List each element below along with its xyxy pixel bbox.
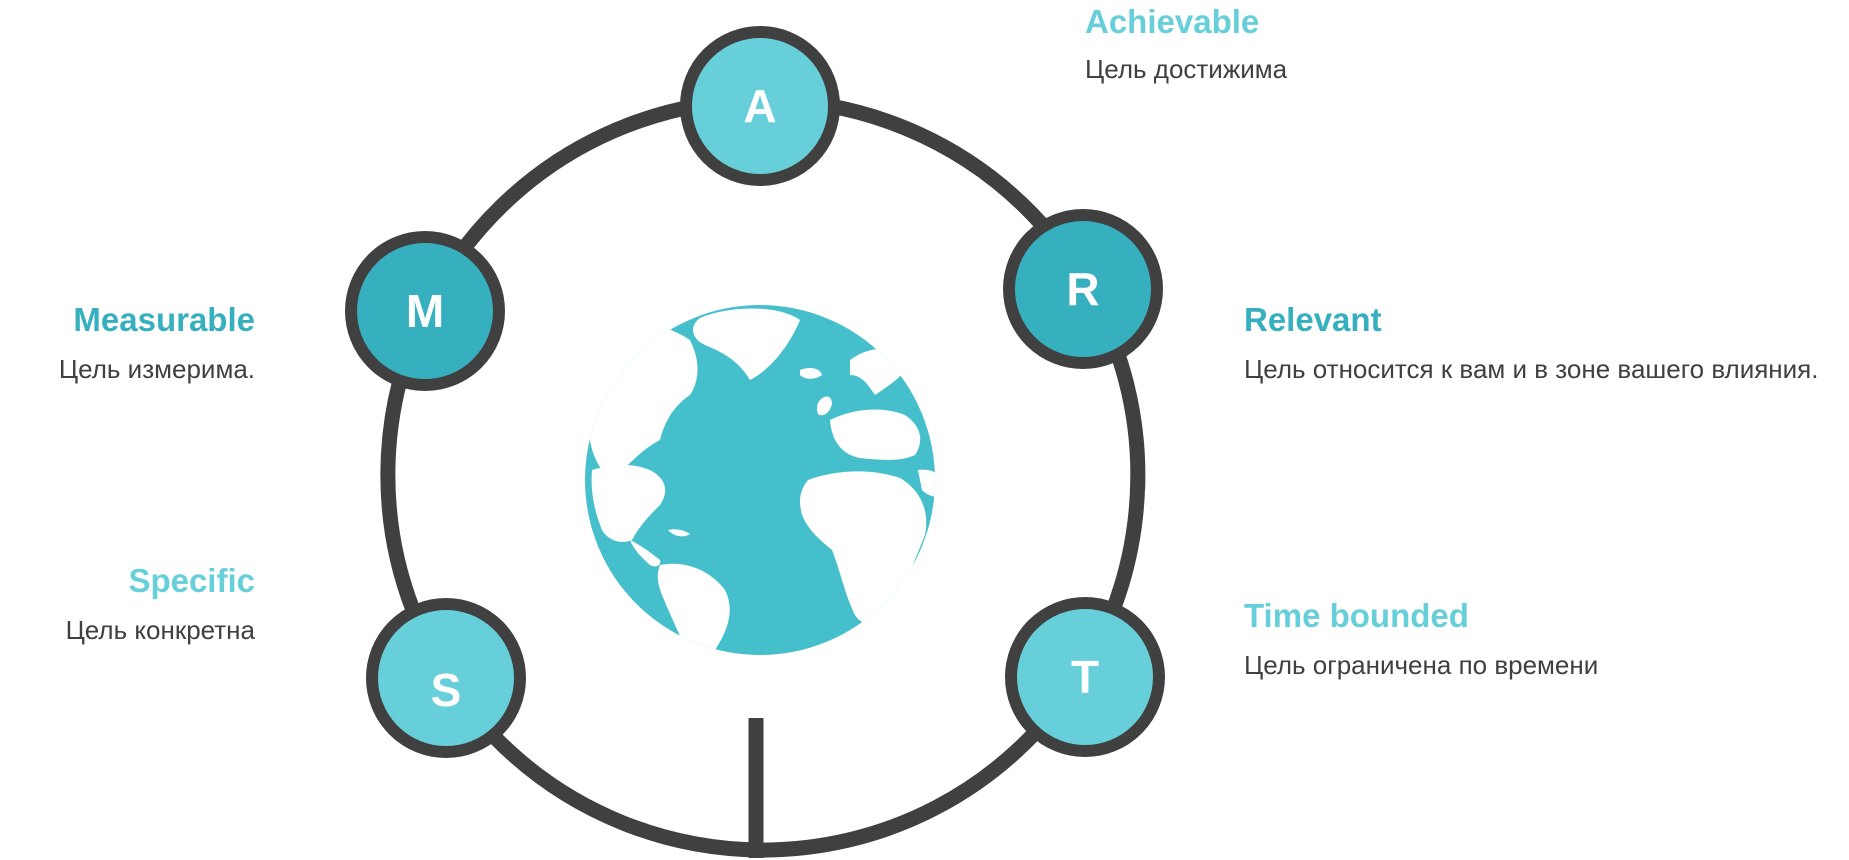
time-bounded-title: Time bounded (1244, 597, 1469, 634)
achievable-description: Цель достижима (1085, 54, 1288, 84)
label-specific: Specific Цель конкретна (0, 561, 255, 649)
node-t: T (1005, 597, 1165, 757)
node-m-circle (345, 231, 505, 391)
measurable-description: Цель измерима. (58, 354, 255, 384)
node-r: R (1003, 209, 1163, 369)
achievable-title: Achievable (1085, 3, 1260, 40)
specific-description: Цель конкретна (65, 615, 255, 645)
node-r-circle (1003, 209, 1163, 369)
node-s-circle (366, 598, 526, 758)
node-a-letter: A (743, 80, 776, 132)
node-s-letter: S (431, 664, 462, 716)
label-achievable: Achievable Цель достижима (1085, 2, 1287, 88)
relevant-title: Relevant (1244, 301, 1382, 338)
node-t-letter: T (1071, 651, 1099, 703)
node-a-circle (680, 26, 840, 186)
specific-title: Specific (128, 562, 255, 599)
node-r-letter: R (1066, 263, 1099, 315)
node-m: M (345, 231, 505, 391)
label-relevant: Relevant Цель относится к вам и в зоне в… (1244, 300, 1844, 388)
time-bounded-description: Цель ограничена по времени (1244, 650, 1599, 680)
node-m-letter: M (406, 285, 444, 337)
label-time-bounded: Time bounded Цель ограничена по времени (1244, 596, 1844, 684)
node-a: A (680, 26, 840, 186)
label-measurable: Measurable Цель измерима. (0, 300, 255, 388)
node-t-circle (1005, 597, 1165, 757)
relevant-description: Цель относится к вам и в зоне вашего вли… (1244, 354, 1819, 384)
node-s: S (366, 598, 526, 758)
measurable-title: Measurable (73, 301, 255, 338)
globe-icon (585, 305, 935, 655)
